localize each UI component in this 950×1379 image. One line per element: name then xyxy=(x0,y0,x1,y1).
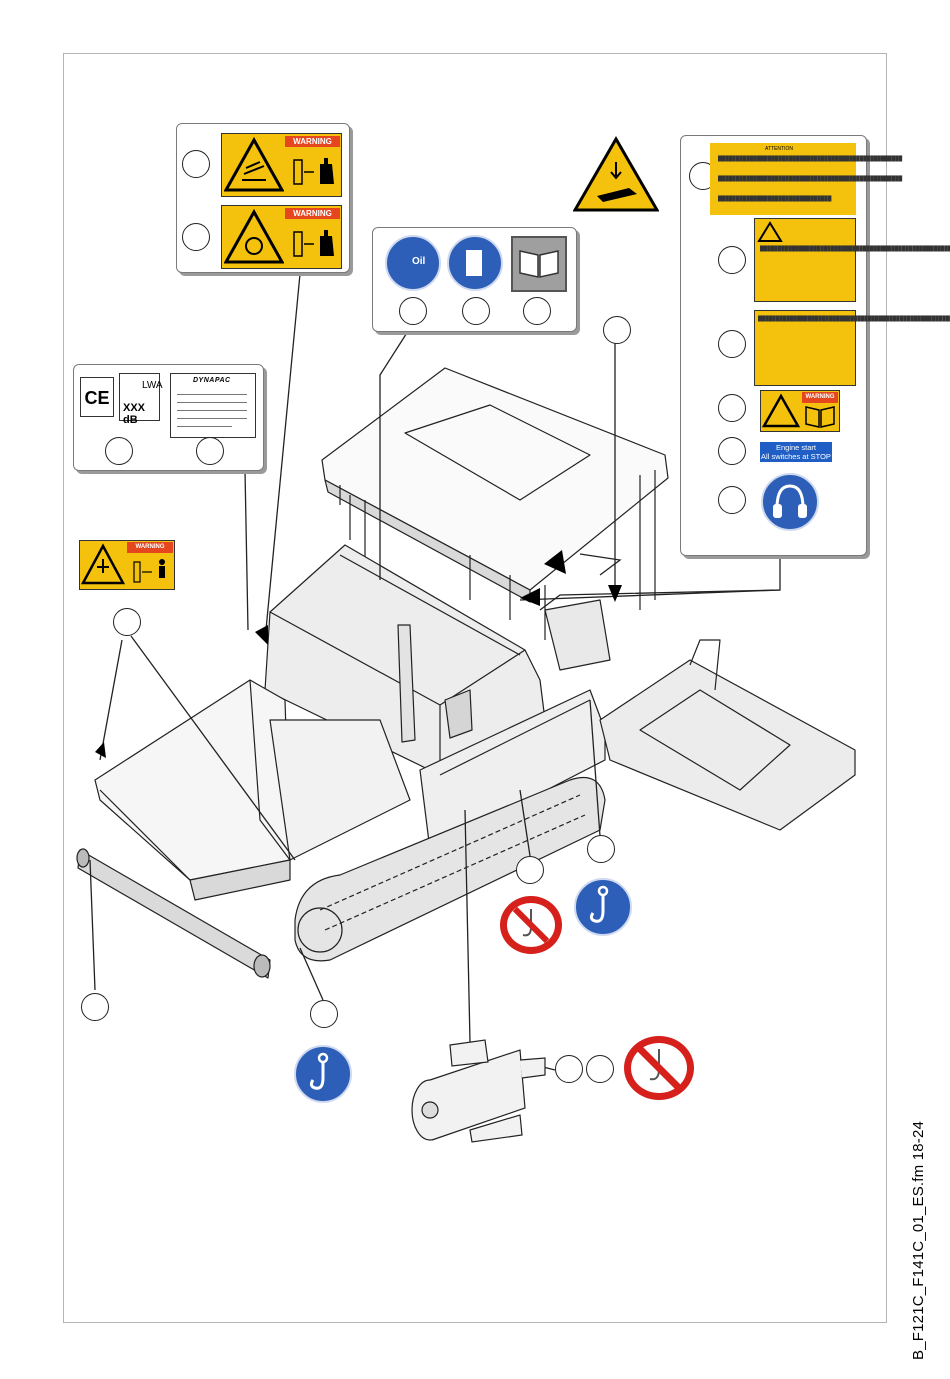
caution-icon xyxy=(762,393,800,428)
keep-hand-away-icon xyxy=(293,230,334,257)
oil-can-icon xyxy=(385,235,441,291)
callout xyxy=(105,437,133,465)
callout xyxy=(399,297,427,325)
crush-warning-icon xyxy=(81,543,125,585)
callout xyxy=(516,856,544,884)
callout xyxy=(555,1055,583,1083)
hopper xyxy=(94,679,291,881)
callout xyxy=(462,297,490,325)
keep-hand-away-icon xyxy=(293,158,334,185)
callout xyxy=(718,437,746,465)
callout xyxy=(196,437,224,465)
callout xyxy=(586,1055,614,1083)
side-label: B_F121C_F141C_01_ES.fm 18-24 xyxy=(910,1120,927,1360)
ce-mark-icon: CE xyxy=(80,377,114,417)
lwa-symbol: LWA xyxy=(142,380,163,391)
caution-icon xyxy=(757,221,783,242)
ear-protection-notice xyxy=(710,143,856,215)
callout xyxy=(603,316,631,344)
callout xyxy=(587,835,615,863)
roof xyxy=(321,367,669,591)
warning-strip: WARNING xyxy=(285,136,340,147)
caution-notice xyxy=(754,218,856,302)
callout xyxy=(182,223,210,251)
callout xyxy=(718,394,746,422)
sound-power-icon: LWA XXX dB xyxy=(119,373,163,426)
type-plate-icon: DYNAPAC xyxy=(170,373,256,438)
callout xyxy=(523,297,551,325)
callout xyxy=(182,150,210,178)
pinch-hand-icon xyxy=(573,136,659,212)
hand-crush-icon xyxy=(224,136,284,192)
book-icon xyxy=(519,250,559,278)
ear-muff-icon xyxy=(773,484,807,518)
hook-shape xyxy=(589,885,609,923)
callout xyxy=(81,993,109,1021)
plate-panel xyxy=(73,364,264,471)
manual-book-icon xyxy=(805,406,835,428)
callout xyxy=(718,330,746,358)
oil-text: Oil xyxy=(412,256,426,267)
no-lifting-slash xyxy=(637,1046,681,1090)
page-frame xyxy=(63,53,887,1323)
fuel-pump-shape xyxy=(466,250,482,276)
keep-away-icon xyxy=(133,559,165,583)
engine-start-notice: Engine start All switches at STOP xyxy=(760,442,832,462)
callout xyxy=(718,246,746,274)
warning-strip: WARNING xyxy=(802,392,838,403)
electric-motor-icon xyxy=(411,1039,546,1143)
callout xyxy=(113,608,141,636)
lwa-value: XXX dB xyxy=(123,402,146,426)
auger-warning-icon xyxy=(224,208,284,264)
callout xyxy=(718,486,746,514)
hook-shape xyxy=(309,1052,329,1090)
plate-brand: DYNAPAC xyxy=(193,377,231,384)
no-lifting-slash xyxy=(512,906,550,944)
callout xyxy=(310,1000,338,1028)
warning-strip: WARNING xyxy=(285,208,340,219)
screed xyxy=(599,659,856,831)
no-lifting-icon xyxy=(624,1036,694,1100)
hearing-protection-icon xyxy=(761,473,819,531)
instruction-notice xyxy=(754,310,856,386)
warning-strip: WARNING xyxy=(127,542,173,553)
ear-header: ATTENTION xyxy=(765,146,793,152)
